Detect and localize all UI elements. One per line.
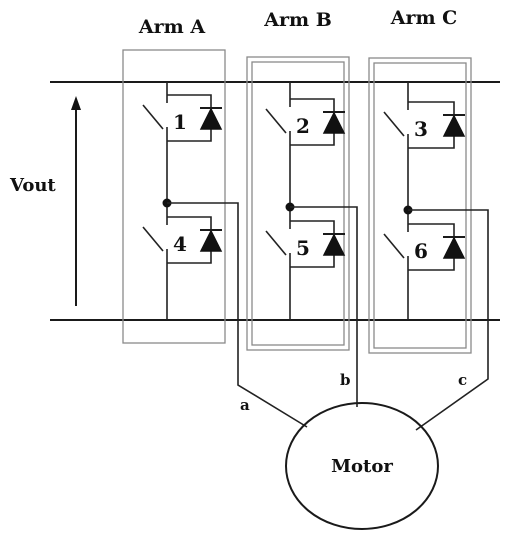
- diode-symbol: [322, 111, 346, 134]
- switch-5: [265, 211, 346, 273]
- switch-2: [265, 89, 346, 151]
- motor-circle: [285, 402, 439, 530]
- phase-wire-a: [167, 202, 308, 428]
- diode-symbol: [199, 229, 223, 252]
- arm-b-outline: [246, 56, 350, 351]
- diode-symbol: [322, 233, 346, 256]
- switch-4-label: 4: [173, 232, 187, 256]
- arm-b-label: Arm B: [263, 9, 332, 31]
- arm-c-inner-outline: [373, 62, 467, 349]
- switch-3-label: 3: [414, 117, 428, 141]
- arm-a: 14: [122, 49, 226, 344]
- phase-label-a: a: [240, 396, 250, 414]
- phase-wire-c: [408, 209, 489, 431]
- switch-5-label: 5: [296, 236, 310, 260]
- motor-label: Motor: [331, 456, 393, 477]
- vout-label: Vout: [9, 175, 56, 196]
- arm-a-label: Arm A: [138, 16, 205, 38]
- diode-symbol: [442, 114, 466, 137]
- switch-6-label: 6: [414, 239, 428, 263]
- switch-6: [383, 214, 466, 276]
- switch-2-label: 2: [296, 114, 310, 138]
- diode-symbol: [442, 236, 466, 259]
- phase-label-c: c: [458, 371, 467, 389]
- phase-wire-b: [290, 206, 358, 407]
- switch-1: [142, 85, 223, 147]
- arm-b: 25: [246, 56, 350, 351]
- arm-c-outline: [368, 57, 472, 354]
- arm-b-inner-outline: [251, 61, 345, 346]
- arm-c: 36: [368, 57, 472, 354]
- vout-arrow: [71, 96, 81, 306]
- phase-label-b: b: [340, 371, 351, 389]
- switch-3: [383, 92, 466, 154]
- arm-c-label: Arm C: [390, 7, 458, 29]
- switch-4: [142, 207, 223, 269]
- arm-a-outline: [122, 49, 226, 344]
- switch-1-label: 1: [173, 110, 187, 134]
- diode-symbol: [199, 107, 223, 130]
